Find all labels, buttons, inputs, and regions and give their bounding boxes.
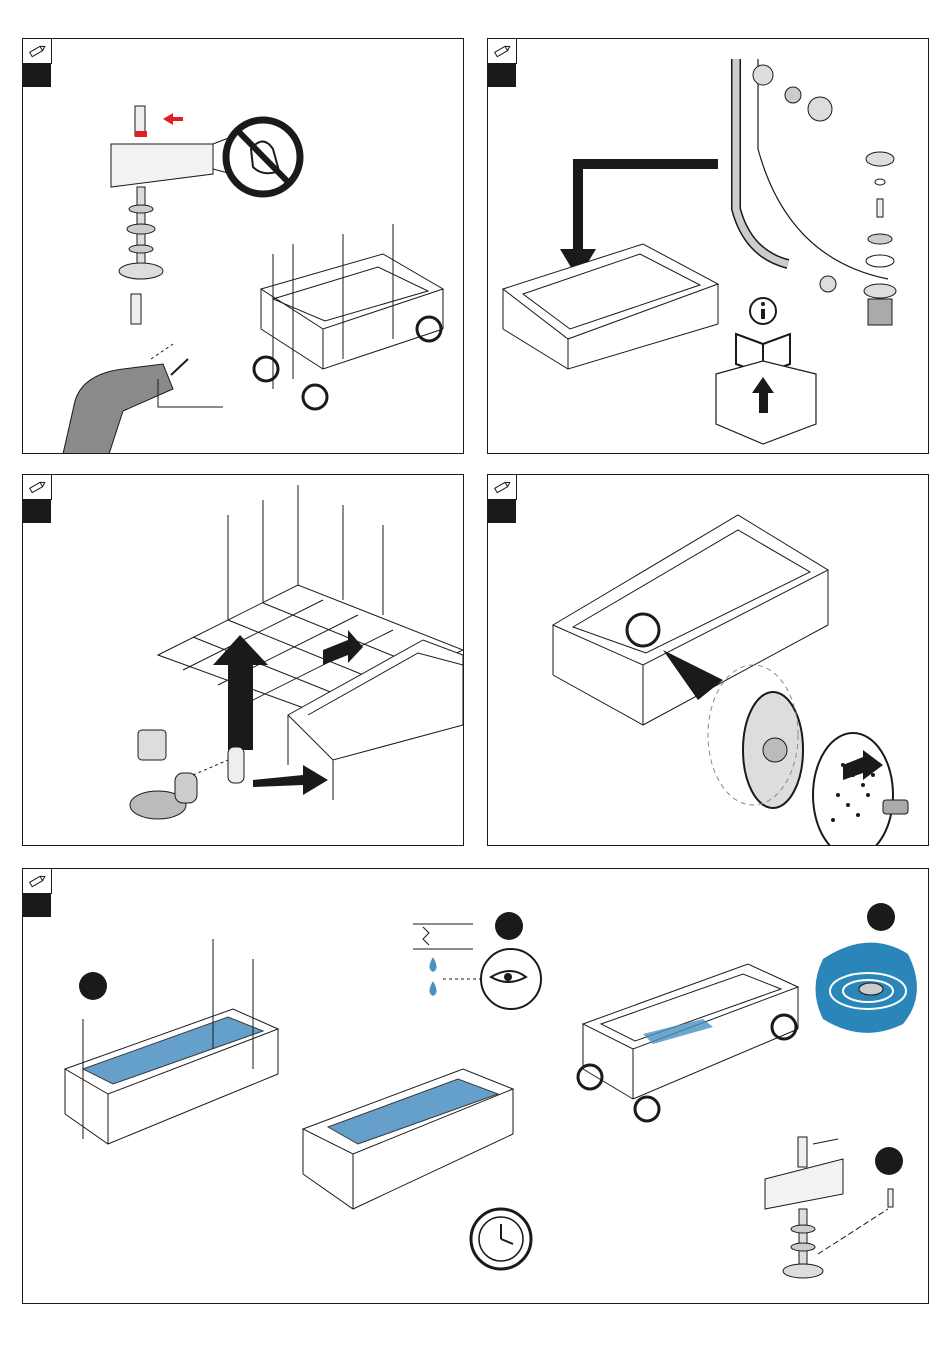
substep-marker-a bbox=[79, 972, 107, 1000]
substep-marker-c bbox=[867, 903, 895, 931]
tub-positioning-illustration bbox=[23, 475, 464, 846]
substep-marker-b bbox=[495, 912, 523, 940]
drain-whirl-icon bbox=[816, 943, 917, 1033]
water-test-illustration bbox=[23, 869, 929, 1304]
panel-step-5 bbox=[22, 868, 929, 1304]
eye-inspect-icon bbox=[481, 949, 541, 1009]
panel-step-1 bbox=[22, 38, 464, 454]
panel-step-3 bbox=[22, 474, 464, 846]
feet-assembly-illustration bbox=[23, 39, 464, 454]
clock-icon bbox=[471, 1209, 531, 1269]
panel-step-4 bbox=[487, 474, 929, 846]
drain-kit-illustration bbox=[488, 39, 929, 454]
no-touch-hand-icon bbox=[226, 120, 300, 194]
info-manual-icon bbox=[716, 298, 816, 444]
panel-step-2 bbox=[487, 38, 929, 454]
jet-nozzle-illustration bbox=[488, 475, 929, 846]
substep-marker-d bbox=[875, 1147, 903, 1175]
